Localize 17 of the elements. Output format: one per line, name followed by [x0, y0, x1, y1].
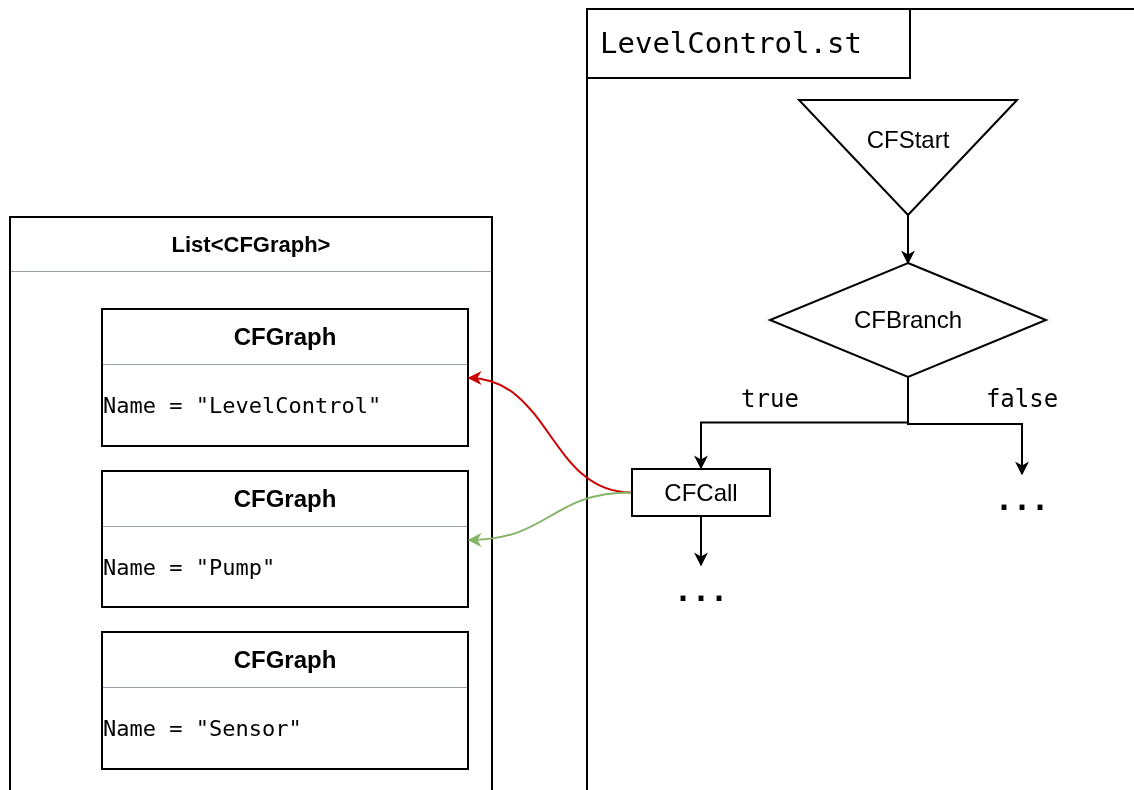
record-field: Name = "Sensor"	[103, 711, 302, 745]
record-title: CFGraph	[233, 645, 337, 675]
arrow	[467, 491, 632, 547]
record-title: CFGraph	[233, 322, 337, 352]
arrow	[467, 372, 632, 494]
file-tab: LevelControl.st	[588, 10, 911, 79]
panel-title: List<CFGraph>	[171, 231, 331, 259]
ellipsis-text: ...	[673, 571, 729, 610]
record-title: CFGraph	[233, 484, 337, 514]
arrow	[901, 214, 915, 265]
node-label: CFCall	[664, 477, 738, 508]
node-label: CFStart	[866, 125, 950, 155]
ellipsis-text: ...	[994, 480, 1050, 519]
node-label: CFBranch	[853, 305, 962, 335]
arrow	[694, 516, 708, 567]
record-field: Name = "LevelControl"	[103, 388, 382, 422]
record-field: Name = "Pump"	[103, 550, 276, 584]
